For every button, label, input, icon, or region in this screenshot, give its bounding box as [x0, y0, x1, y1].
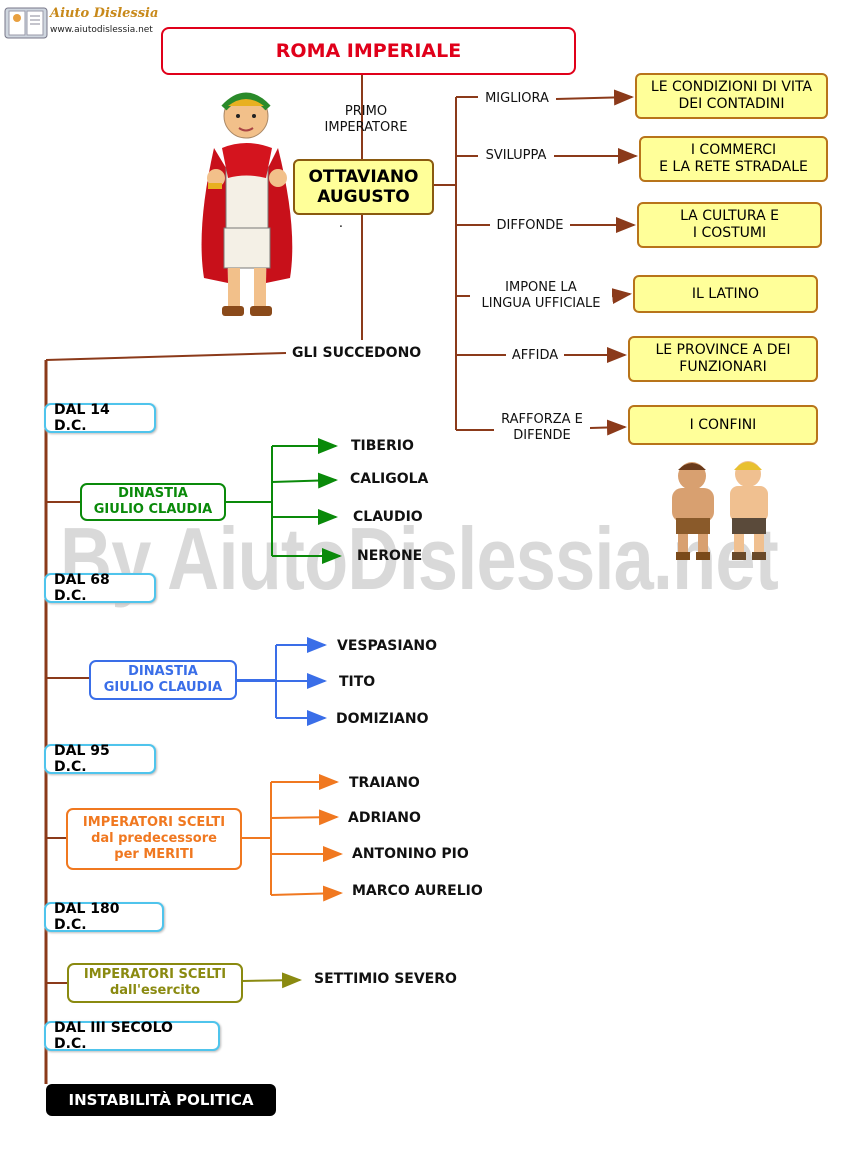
member-antonino-pio: ANTONINO PIO [352, 846, 469, 862]
member-caligola: CALIGOLA [350, 471, 429, 487]
succedono-label: GLI SUCCEDONO [292, 345, 422, 361]
logo-name: Aiuto Dislessia [50, 6, 159, 21]
date-14: DAL 14 D.C. [44, 402, 156, 434]
member-domiziano: DOMIZIANO [336, 711, 429, 727]
emperor-illustration [201, 92, 293, 316]
target-province[interactable]: LE PROVINCE A DEI FUNZIONARI [628, 336, 818, 382]
target-commerci[interactable]: I COMMERCI E LA RETE STRADALE [639, 136, 828, 182]
page-title: ROMA IMPERIALE [161, 27, 576, 75]
watermark: By AiutoDislessia.net [60, 509, 779, 608]
member-nerone: NERONE [357, 548, 423, 564]
instabilita-politica-label: INSTABILITÀ POLITICA [46, 1084, 276, 1116]
group-giulio-claudia-green[interactable]: DINASTIA GIULIO CLAUDIA [80, 483, 226, 521]
primo-imperatore-label: PRIMO IMPERATORE [324, 104, 408, 135]
target-confini[interactable]: I CONFINI [628, 405, 818, 445]
member-claudio: CLAUDIO [353, 509, 423, 525]
target-cultura[interactable]: LA CULTURA E I COSTUMI [637, 202, 822, 248]
member-traiano: TRAIANO [349, 775, 420, 791]
date-iii-secolo: DAL III SECOLO D.C. [44, 1020, 220, 1052]
barbarians-illustration [672, 461, 768, 560]
member-tiberio: TIBERIO [351, 438, 414, 454]
site-logo[interactable]: Aiuto Dislessia www.aiutodislessia.net [4, 4, 158, 40]
logo-url: www.aiutodislessia.net [50, 25, 153, 35]
group-giulio-claudia-blue[interactable]: DINASTIA GIULIO CLAUDIA [89, 660, 237, 700]
date-180: DAL 180 D.C. [44, 901, 164, 933]
verb-affida: AFFIDA [506, 348, 564, 364]
verb-impone: IMPONE LA LINGUA UFFICIALE [470, 280, 612, 312]
verb-sviluppa: SVILUPPA [478, 148, 554, 164]
verb-rafforza: RAFFORZA E DIFENDE [494, 412, 590, 444]
member-tito: TITO [339, 674, 376, 690]
book-logo-icon [4, 7, 48, 39]
member-marco-aurelio: MARCO AURELIO [352, 883, 483, 899]
target-condizioni[interactable]: LE CONDIZIONI DI VITA DEI CONTADINI [635, 73, 828, 119]
group-scelti-esercito[interactable]: IMPERATORI SCELTI dall'esercito [67, 963, 243, 1003]
group-scelti-meriti[interactable]: IMPERATORI SCELTI dal predecessore per M… [66, 808, 242, 870]
member-settimio-severo: SETTIMIO SEVERO [314, 971, 457, 987]
dot-mark: . [338, 216, 344, 231]
date-95: DAL 95 D.C. [44, 743, 156, 775]
member-adriano: ADRIANO [348, 810, 421, 826]
verb-migliora: MIGLIORA [478, 91, 556, 107]
date-68: DAL 68 D.C. [44, 572, 156, 604]
emperor-box[interactable]: OTTAVIANO AUGUSTO [293, 159, 434, 215]
member-vespasiano: VESPASIANO [337, 638, 438, 654]
target-latino[interactable]: IL LATINO [633, 275, 818, 313]
verb-diffonde: DIFFONDE [490, 218, 570, 234]
